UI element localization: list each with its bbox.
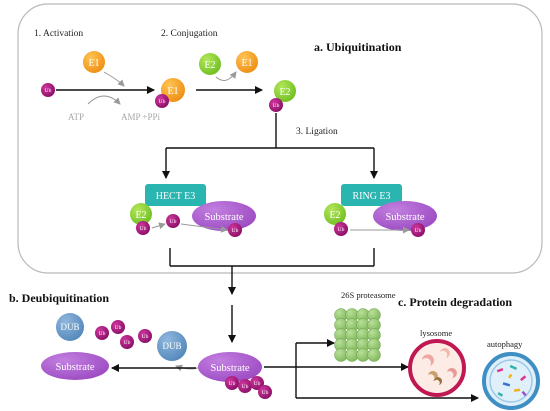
proteasome-label: 26S proteasome xyxy=(341,290,396,300)
polyub-substrate: Substrate Ub Ub Ub Ub xyxy=(198,352,272,399)
svg-text:Ub: Ub xyxy=(124,340,131,346)
e2-enzyme: E2 xyxy=(199,53,221,75)
hect-e3-label: HECT E3 xyxy=(156,191,196,202)
svg-text:Ub: Ub xyxy=(415,228,422,234)
svg-text:E1: E1 xyxy=(88,58,99,69)
released-e1: E1 xyxy=(236,51,258,73)
svg-text:E1: E1 xyxy=(241,58,252,69)
free-ub: Ub xyxy=(41,83,55,97)
step-activation: 1. Activation xyxy=(34,29,83,39)
svg-text:Ub: Ub xyxy=(254,381,261,387)
svg-text:Ub: Ub xyxy=(142,334,149,340)
e1-enzyme: E1 xyxy=(83,51,105,73)
atp-arrow xyxy=(87,95,121,105)
svg-text:Ub: Ub xyxy=(338,227,345,233)
svg-text:Ub: Ub xyxy=(232,228,239,234)
svg-text:E2: E2 xyxy=(279,87,290,98)
autophagy-label: autophagy xyxy=(487,339,523,349)
proteasome-subunit xyxy=(367,348,381,362)
atp-label: ATP xyxy=(68,112,84,122)
svg-text:Substrate: Substrate xyxy=(55,362,94,373)
amp-label: AMP +PPi xyxy=(121,112,161,122)
svg-text:Ub: Ub xyxy=(45,88,52,94)
svg-text:Ub: Ub xyxy=(115,325,122,331)
proteasome-icon xyxy=(334,308,381,362)
header-protein-degradation: c. Protein degradation xyxy=(398,295,512,309)
ring-substrate-label: Substrate xyxy=(385,212,424,223)
ubiquitination-panel xyxy=(17,3,543,274)
step-ligation: 3. Ligation xyxy=(296,127,338,137)
svg-text:E2: E2 xyxy=(135,210,146,221)
e2-ub-complex: E2 Ub xyxy=(269,80,296,112)
svg-text:Ub: Ub xyxy=(262,390,269,396)
e1-ub-complex: E1 Ub xyxy=(155,78,185,108)
autophagosome-icon xyxy=(482,352,540,410)
svg-text:E1: E1 xyxy=(167,86,178,97)
svg-text:DUB: DUB xyxy=(60,322,79,332)
hect-complex: HECT E3 Substrate E2 Ub Ub Ub xyxy=(130,184,256,237)
svg-text:Ub: Ub xyxy=(159,99,166,105)
released-ub-cluster: Ub Ub Ub Ub xyxy=(95,320,152,349)
svg-text:E2: E2 xyxy=(329,210,340,221)
hect-substrate-label: Substrate xyxy=(204,212,243,223)
step-conjugation: 2. Conjugation xyxy=(161,29,218,39)
svg-text:Ub: Ub xyxy=(140,226,147,232)
svg-text:Ub: Ub xyxy=(99,331,106,337)
header-deubiquitination: b. Deubiquitination xyxy=(9,291,109,305)
svg-text:Ub: Ub xyxy=(229,381,236,387)
svg-text:Substrate: Substrate xyxy=(210,363,249,374)
dub-enzyme-left: DUB xyxy=(56,313,84,341)
lysosome-label: lysosome xyxy=(420,328,452,338)
dub-enzyme-right: DUB xyxy=(157,331,187,361)
free-substrate: Substrate xyxy=(41,352,109,380)
svg-text:Ub: Ub xyxy=(242,384,249,390)
header-ubiquitination: a. Ubiquitination xyxy=(314,40,402,54)
svg-text:E2: E2 xyxy=(204,60,215,71)
e1-release-arrow xyxy=(215,71,237,82)
e1-binding-arrow xyxy=(103,71,125,87)
lysosome-icon xyxy=(408,339,466,397)
ring-complex: RING E3 Substrate E2 Ub Ub xyxy=(324,184,437,237)
svg-text:DUB: DUB xyxy=(162,341,181,351)
svg-text:Ub: Ub xyxy=(273,103,280,109)
svg-text:Ub: Ub xyxy=(170,219,177,225)
ring-e3-label: RING E3 xyxy=(352,191,390,202)
